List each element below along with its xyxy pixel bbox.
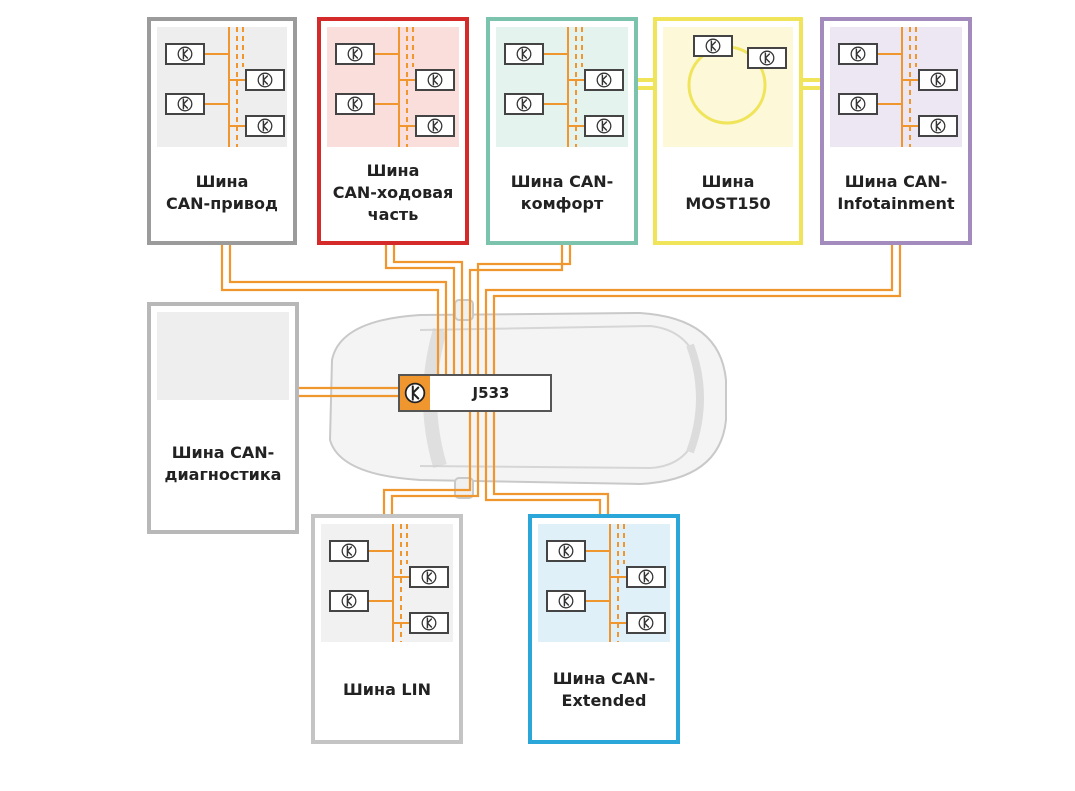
bus-label: Шина CAN- диагностика [164,443,282,484]
ecu-node-icon [177,46,193,62]
bus-panel-can-comfort: Шина CAN- комфорт [486,17,638,245]
ecu-node-icon [516,46,532,62]
ecu-module [409,612,449,634]
ecu-module [626,566,666,588]
ecu-module [838,43,878,65]
ecu-node-icon [427,118,443,134]
bus-label: Шина CAN-ходовая часть [332,161,454,224]
ecu-module [918,115,958,137]
bus-label: Шина CAN- Extended [552,669,656,710]
ecu-node-icon [421,569,437,585]
ecu-module [838,93,878,115]
ecu-module [415,115,455,137]
ecu-node-icon [347,96,363,112]
gateway-j533: J533 [398,374,552,412]
ecu-node-icon [400,376,430,410]
ecu-node-icon [638,615,654,631]
ecu-module [918,69,958,91]
ecu-node-icon [759,50,775,66]
bus-panel-can-drivetrain: Шина CAN-привод [147,17,297,245]
ecu-module [329,540,369,562]
bus-label: Шина MOST150 [685,172,771,213]
bus-label: Шина CAN- Infotainment [837,172,955,213]
bus-panel-lin: Шина LIN [311,514,463,744]
ecu-node-icon [596,118,612,134]
ecu-group [321,524,453,642]
ecu-group [663,27,793,147]
ecu-group [327,27,459,147]
ecu-module [245,115,285,137]
ecu-group [157,27,287,147]
bus-label: Шина CAN-привод [166,172,278,213]
ecu-module [693,35,733,57]
ecu-group [830,27,962,147]
bus-panel-can-infotainment: Шина CAN- Infotainment [820,17,972,245]
ecu-group [538,524,670,642]
ecu-node-icon [558,543,574,559]
ecu-node-icon [177,96,193,112]
ecu-module [584,69,624,91]
bus-panel-can-chassis: Шина CAN-ходовая часть [317,17,469,245]
ecu-module [415,69,455,91]
ecu-module [409,566,449,588]
ecu-module [747,47,787,69]
bus-panel-can-extended: Шина CAN- Extended [528,514,680,744]
ecu-node-icon [596,72,612,88]
ecu-node-icon [930,72,946,88]
bus-label: Шина LIN [343,680,431,699]
bus-label: Шина CAN- комфорт [510,172,614,213]
ecu-module [504,93,544,115]
ecu-node-icon [427,72,443,88]
ecu-module [245,69,285,91]
ecu-node-icon [850,96,866,112]
ecu-node-icon [347,46,363,62]
ecu-node-icon [257,72,273,88]
ecu-node-icon [638,569,654,585]
bus-panel-most150: Шина MOST150 [653,17,803,245]
ecu-module [335,93,375,115]
ecu-node-icon [421,615,437,631]
ecu-node-icon [930,118,946,134]
ecu-module [504,43,544,65]
ecu-node-icon [257,118,273,134]
bus-panel-can-diagnostics: Шина CAN- диагностика [147,302,299,534]
ecu-module [335,43,375,65]
ecu-node-icon [850,46,866,62]
ecu-node-icon [341,593,357,609]
gateway-label: J533 [472,384,510,402]
ecu-group [496,27,628,147]
ecu-module [165,93,205,115]
ecu-module [626,612,666,634]
ecu-module [546,540,586,562]
ecu-module [165,43,205,65]
ecu-module [546,590,586,612]
ecu-node-icon [558,593,574,609]
ecu-node-icon [341,543,357,559]
ecu-module [584,115,624,137]
ecu-node-icon [516,96,532,112]
ecu-module [329,590,369,612]
ecu-group [157,312,289,400]
ecu-node-icon [705,38,721,54]
